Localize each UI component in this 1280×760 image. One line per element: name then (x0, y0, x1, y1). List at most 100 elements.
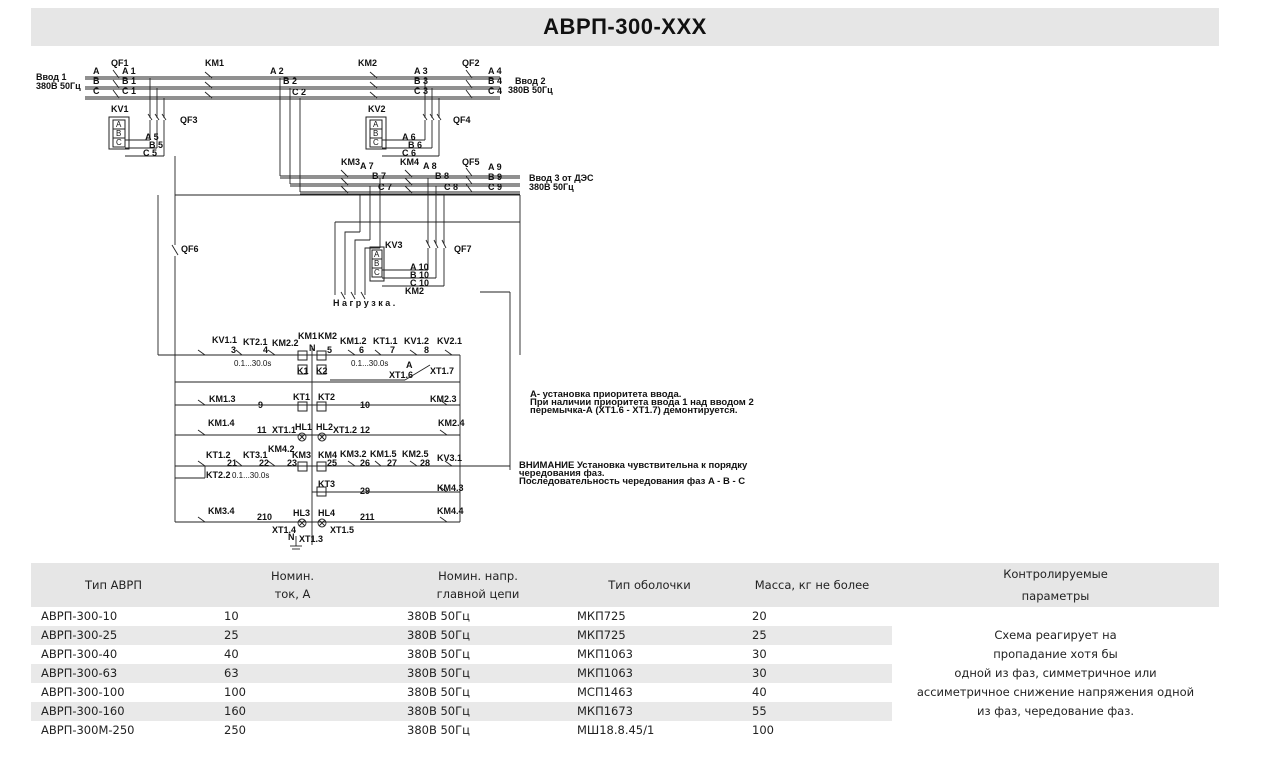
svg-text:A: A (116, 120, 122, 129)
ctl-k1: K1 (297, 366, 309, 376)
qf2-label: QF2 (462, 58, 480, 68)
kv2-label: KV2 (368, 104, 386, 114)
ctl-km4-4: KM4.4 (437, 506, 464, 516)
ctl-wire-10: 10 (360, 400, 370, 410)
ctl-xt1-2: XT1.2 (333, 425, 357, 435)
table-header-row: Тип АВРП Номин. ток, А Номин. напр. глав… (31, 563, 1219, 607)
ctl-km1-2: KM1.2 (340, 336, 367, 346)
header-enclosure: Тип оболочки (608, 578, 691, 592)
ctl-kt1-1: KT1.1 (373, 336, 398, 346)
ctl-kv2-1: KV2.1 (437, 336, 462, 346)
ctl-xt1-4: XT1.4 (272, 525, 296, 535)
wiring-schematic: Ввод 1 380В 50Гц A B C QF1 A 1 B 1 C 1 K… (36, 58, 754, 550)
phase-label-b2: B 2 (283, 76, 297, 86)
phase-label-a5: A 5 (145, 132, 159, 142)
ctl-xt1-1: XT1.1 (272, 425, 296, 435)
params-note: Схема реагирует на пропадание хотя бы од… (892, 607, 1219, 740)
phase-label-c10: C 10 (410, 278, 429, 288)
note1-line1: А- установка приоритета ввода. (530, 389, 681, 400)
phase-a-in1: A (93, 66, 100, 76)
cell-mass: 40 (752, 685, 767, 699)
svg-text:B: B (373, 129, 378, 138)
header-current: Номин. ток, А (270, 569, 314, 601)
ctl-wire-21: 21 (227, 458, 237, 468)
cell-enclosure: МШ18.8.45/1 (577, 723, 655, 737)
kv3-label: KV3 (385, 240, 403, 250)
ctl-n-bottom: N (288, 532, 295, 542)
table-row: АВРП-300М-250 250 380В 50Гц МШ18.8.45/1 … (31, 721, 1219, 740)
cell-current: 40 (224, 647, 239, 661)
ctl-wire-211: 211 (360, 512, 375, 522)
cell-enclosure: МСП1463 (577, 685, 633, 699)
phase-label-b9: B 9 (488, 172, 502, 182)
cell-voltage: 380В 50Гц (407, 723, 470, 737)
qf5-label: QF5 (462, 157, 480, 167)
table-row: АВРП-300-10 10 380В 50Гц МКП725 20 Схема… (31, 607, 1219, 740)
ctl-delay-3: 0.1...30.0s (232, 471, 269, 480)
km2-label: KM2 (358, 58, 377, 68)
cell-enclosure: МКП725 (567, 626, 732, 645)
table-row: АВРП-300-25 25 380В 50Гц МКП725 25 (31, 626, 1219, 645)
title-bar: АВРП-300-XXX (31, 8, 1219, 46)
svg-text:B: B (116, 129, 121, 138)
cell-current: 25 (196, 626, 389, 645)
ctl-delay-1: 0.1...30.0s (234, 359, 271, 368)
qf4-label: QF4 (453, 115, 471, 125)
ctl-hl2: HL2 (316, 422, 333, 432)
ctl-wire-4: 4 (263, 345, 268, 355)
ctl-wire-27: 27 (387, 458, 397, 468)
table-row: АВРП-300-63 63 380В 50Гц МКП1063 30 (31, 664, 1219, 683)
cell-voltage: 380В 50Гц (389, 702, 567, 721)
qf3-label: QF3 (180, 115, 198, 125)
phase-label-b1: B 1 (122, 76, 136, 86)
phase-label-b8: B 8 (435, 171, 449, 181)
ctl-wire-26: 26 (360, 458, 370, 468)
km1-label: KM1 (205, 58, 224, 68)
phase-label-a2: A 2 (270, 66, 284, 76)
cell-type: АВРП-300-160 (31, 702, 196, 721)
header-mass: Масса, кг не более (754, 578, 870, 592)
cell-enclosure: МКП1673 (567, 702, 732, 721)
cell-type: АВРП-300-25 (31, 626, 196, 645)
ctl-km1-4: KM1.4 (208, 418, 235, 428)
cell-voltage: 380В 50Гц (407, 685, 470, 699)
header-voltage: Номин. напр. главной цепи (436, 569, 520, 601)
ctl-km3-2: KM3.2 (340, 449, 367, 459)
phase-label-a7: A 7 (360, 161, 374, 171)
note2-line1: ВНИМАНИЕ Установка чувствительна к поряд… (519, 460, 748, 471)
cell-current: 250 (224, 723, 246, 737)
page-title: АВРП-300-XXX (543, 14, 707, 39)
ctl-km1-5: KM1.5 (370, 449, 397, 459)
cell-type: АВРП-300-63 (31, 664, 196, 683)
phase-b-in1: B (93, 76, 100, 86)
load-label: Н а г р у з к а . (333, 298, 395, 308)
phase-label-a9: A 9 (488, 162, 502, 172)
qf6-label: QF6 (181, 244, 199, 254)
phase-label-c9: C 9 (488, 182, 502, 192)
phase-label-b3: B 3 (414, 76, 428, 86)
phase-c-in1: C (93, 86, 100, 96)
cell-mass: 30 (732, 664, 892, 683)
cell-current: 160 (196, 702, 389, 721)
cell-voltage: 380В 50Гц (407, 609, 470, 623)
ctl-km4-2: KM4.2 (268, 444, 295, 454)
ctl-km3-4: KM3.4 (208, 506, 235, 516)
ctl-kt3-1: KT3.1 (243, 450, 268, 460)
cell-current: 10 (224, 609, 239, 623)
note1-line3: перемычка-А (XT1.6 - XT1.7) демонтируетс… (530, 405, 738, 416)
ctl-kv1-2: KV1.2 (404, 336, 429, 346)
cell-mass: 55 (732, 702, 892, 721)
ctl-wire-11: 11 (257, 425, 267, 435)
ctl-k2: K2 (316, 366, 328, 376)
cell-enclosure: МКП725 (577, 609, 626, 623)
qf1-label: QF1 (111, 58, 129, 68)
input3-voltage: 380В 50Гц (529, 182, 574, 192)
ctl-wire-23: 23 (287, 458, 297, 468)
ctl-wire-3: 3 (231, 345, 236, 355)
ctl-hl1: HL1 (295, 422, 312, 432)
km4-label: KM4 (400, 157, 419, 167)
phase-label-b10: B 10 (410, 270, 429, 280)
cell-type: АВРП-300М-250 (41, 723, 135, 737)
phase-label-b7: B 7 (372, 171, 386, 181)
cell-type: АВРП-300-10 (41, 609, 118, 623)
